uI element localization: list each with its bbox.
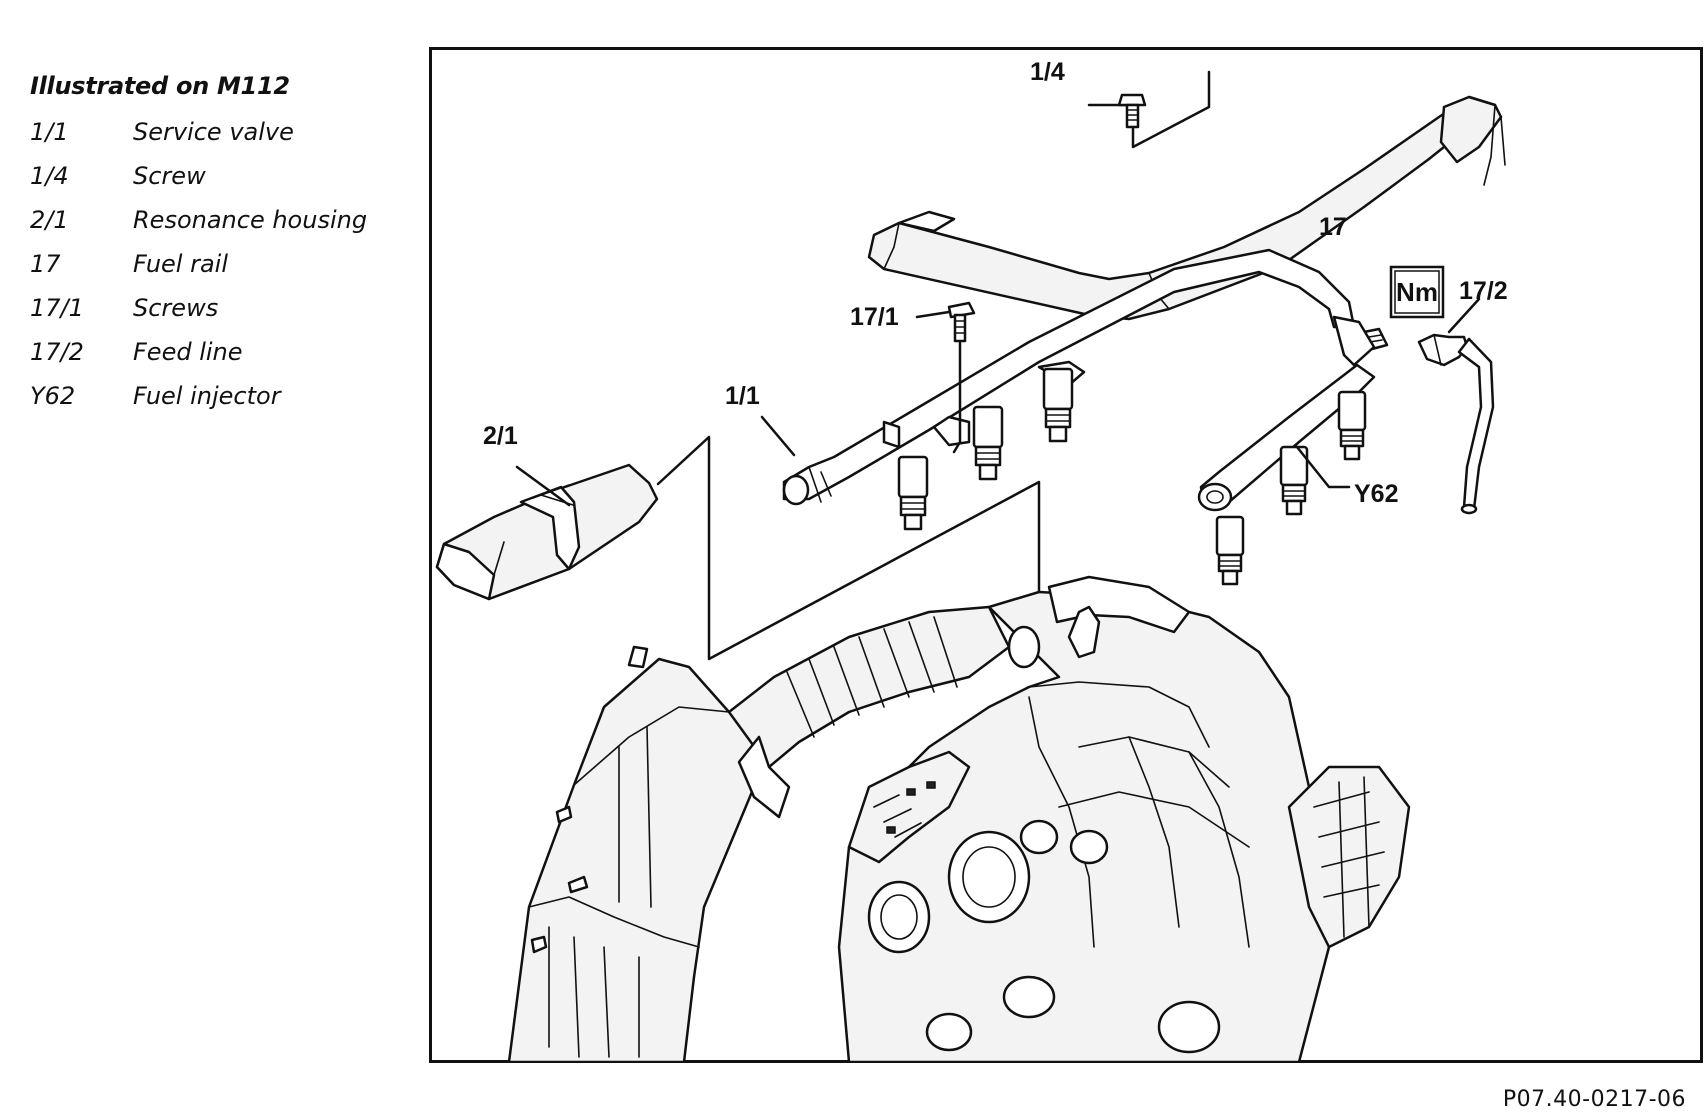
legend-description: Feed line bbox=[133, 338, 243, 366]
callout-2-1: 2/1 bbox=[483, 422, 518, 450]
legend-description: Screw bbox=[133, 162, 206, 190]
legend-item: 1/1 Service valve bbox=[30, 110, 410, 154]
legend-code: Y62 bbox=[30, 382, 76, 410]
legend-description: Resonance housing bbox=[133, 206, 368, 234]
figure-reference-number: P07.40-0217-06 bbox=[1502, 1087, 1686, 1112]
legend-code: 17/1 bbox=[30, 294, 84, 322]
fuel-rail-right bbox=[1197, 315, 1389, 512]
screw-17-1 bbox=[915, 301, 976, 454]
callout-17-2: 17/2 bbox=[1459, 277, 1508, 305]
legend-item: 2/1 Resonance housing bbox=[30, 198, 410, 242]
fuel-injectors-right bbox=[1215, 390, 1367, 586]
callout-1-4: 1/4 bbox=[1030, 58, 1065, 86]
legend-code: 2/1 bbox=[30, 206, 69, 234]
callout-17: 17 bbox=[1319, 213, 1347, 241]
legend-item: 17 Fuel rail bbox=[30, 242, 410, 286]
feed-line-17-2 bbox=[1417, 297, 1495, 515]
screw-1-4 bbox=[1087, 70, 1211, 149]
torque-symbol: Nm bbox=[1389, 265, 1445, 319]
legend-description: Fuel injector bbox=[133, 382, 281, 410]
callout-y62: Y62 bbox=[1354, 480, 1398, 508]
exploded-view-figure: 1/4 17 17/2 17/1 1/1 2/1 Y62 Nm bbox=[429, 47, 1703, 1063]
legend-item: Y62 Fuel injector bbox=[30, 374, 410, 418]
engine-assembly bbox=[507, 575, 1411, 1063]
assembly-leader-lines bbox=[656, 415, 1351, 661]
resonance-housing-2-1 bbox=[435, 463, 659, 601]
legend-description: Fuel rail bbox=[133, 250, 229, 278]
legend-description: Screws bbox=[133, 294, 219, 322]
legend-code: 17/2 bbox=[30, 338, 84, 366]
legend-code: 1/1 bbox=[30, 118, 69, 146]
legend-code: 1/4 bbox=[30, 162, 69, 190]
torque-symbol-frame bbox=[1389, 265, 1445, 319]
legend-item: 17/1 Screws bbox=[30, 286, 410, 330]
legend-title: Illustrated on M112 bbox=[30, 72, 290, 100]
legend-code: 17 bbox=[30, 250, 61, 278]
legend: Illustrated on M112 1/1 Service valve 1/… bbox=[30, 72, 410, 418]
legend-item: 1/4 Screw bbox=[30, 154, 410, 198]
callouts: 1/4 17 17/2 17/1 1/1 2/1 Y62 bbox=[483, 58, 1508, 508]
legend-description: Service valve bbox=[133, 118, 294, 146]
exploded-view-drawing: 1/4 17 17/2 17/1 1/1 2/1 Y62 Nm bbox=[429, 47, 1703, 1063]
torque-symbol-text: Nm bbox=[1396, 277, 1438, 307]
legend-item: 17/2 Feed line bbox=[30, 330, 410, 374]
callout-1-1: 1/1 bbox=[725, 382, 760, 410]
callout-17-1: 17/1 bbox=[850, 303, 899, 331]
fuel-injectors-left bbox=[897, 367, 1074, 531]
